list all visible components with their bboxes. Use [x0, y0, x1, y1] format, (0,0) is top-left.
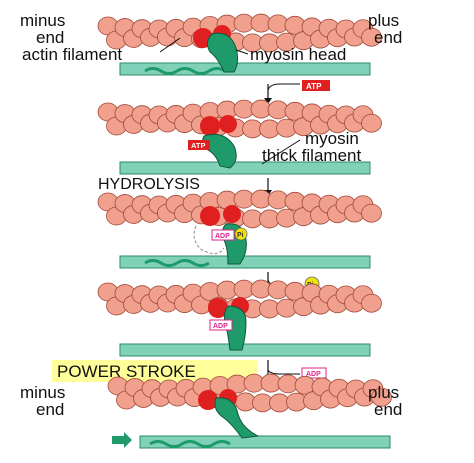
actin-monomer — [361, 27, 382, 47]
thick-filament-1 — [119, 62, 371, 76]
actin-filament-label: actin filament — [22, 45, 122, 64]
myosin-head-3-previous — [193, 225, 225, 254]
actin-filament-4 — [97, 279, 382, 319]
myosin-head-pointer — [235, 49, 249, 55]
actin-monomer — [361, 203, 382, 223]
thick-filament-pointer — [261, 139, 301, 165]
binding-site-3a — [200, 206, 220, 226]
binding-site-5a — [198, 390, 218, 410]
myosin-head-5 — [214, 397, 260, 439]
binding-site-3b — [223, 205, 241, 223]
adp-tag-hydrolysis-text: ADP — [215, 233, 230, 240]
transition-power-stroke: POWER STROKE ADP — [52, 360, 327, 384]
power-stroke-highlight — [52, 360, 258, 382]
thick-filament-4 — [119, 343, 371, 357]
minus-end-label-bottom-1: minus — [20, 383, 65, 402]
actin-pointer — [159, 37, 181, 53]
binding-site-2a — [200, 116, 220, 136]
myosin-tail-1 — [144, 67, 226, 75]
minus-end-label-top-1: minus — [20, 11, 65, 30]
actin-filament-5 — [107, 373, 392, 413]
myosin-head-label: myosin head — [250, 45, 346, 64]
transition-atp-binding: ATP — [264, 80, 330, 104]
atp-tag-in — [302, 80, 330, 91]
binding-site-4a — [208, 298, 228, 318]
adp-tag-step4 — [209, 319, 233, 331]
stage-3: ADP Pi — [97, 189, 382, 269]
adp-tag-released — [301, 367, 327, 379]
stage-1: minus end plus end actin filament myosin… — [20, 11, 402, 76]
power-stroke-label: POWER STROKE — [57, 362, 196, 381]
adp-tag-step4-text: ADP — [213, 323, 228, 330]
minus-end-label-bottom-2: end — [36, 400, 64, 419]
pi-tag-hydrolysis — [234, 227, 248, 241]
actin-monomer — [371, 387, 392, 407]
atp-tag-bound-text: ATP — [191, 141, 205, 150]
hydrolysis-label: HYDROLYSIS — [98, 176, 200, 193]
stage-4: ADP — [97, 279, 382, 357]
atp-tag-bound — [188, 140, 210, 150]
adp-tag-released-text: ADP — [306, 371, 321, 378]
plus-end-label-top-1: plus — [368, 11, 399, 30]
myosin-thick-filament-label-2: thick filament — [262, 146, 361, 165]
actin-monomer — [361, 113, 382, 133]
myosin-head-1 — [206, 32, 239, 73]
actin-filament-3 — [97, 189, 382, 229]
plus-end-label-bottom-1: plus — [368, 383, 399, 402]
myosin-thick-filament-label-1: myosin — [305, 129, 359, 148]
stage-5: minus end plus end — [20, 373, 402, 449]
adp-tag-hydrolysis — [211, 229, 235, 241]
atp-tag-in-text: ATP — [306, 82, 322, 91]
actin-monomer — [361, 293, 382, 313]
thick-filament-2 — [119, 161, 371, 175]
actin-filament-2 — [97, 99, 382, 139]
minus-end-label-top-2: end — [36, 28, 64, 47]
thick-filament-3 — [119, 255, 371, 269]
pi-tag-hydrolysis-text: Pi — [237, 232, 244, 239]
movement-arrow — [112, 432, 132, 448]
plus-end-label-top-2: end — [374, 28, 402, 47]
stage-2: ATP myosin thick filament — [97, 99, 382, 175]
binding-site-2b — [219, 115, 237, 133]
plus-end-label-bottom-2: end — [374, 400, 402, 419]
